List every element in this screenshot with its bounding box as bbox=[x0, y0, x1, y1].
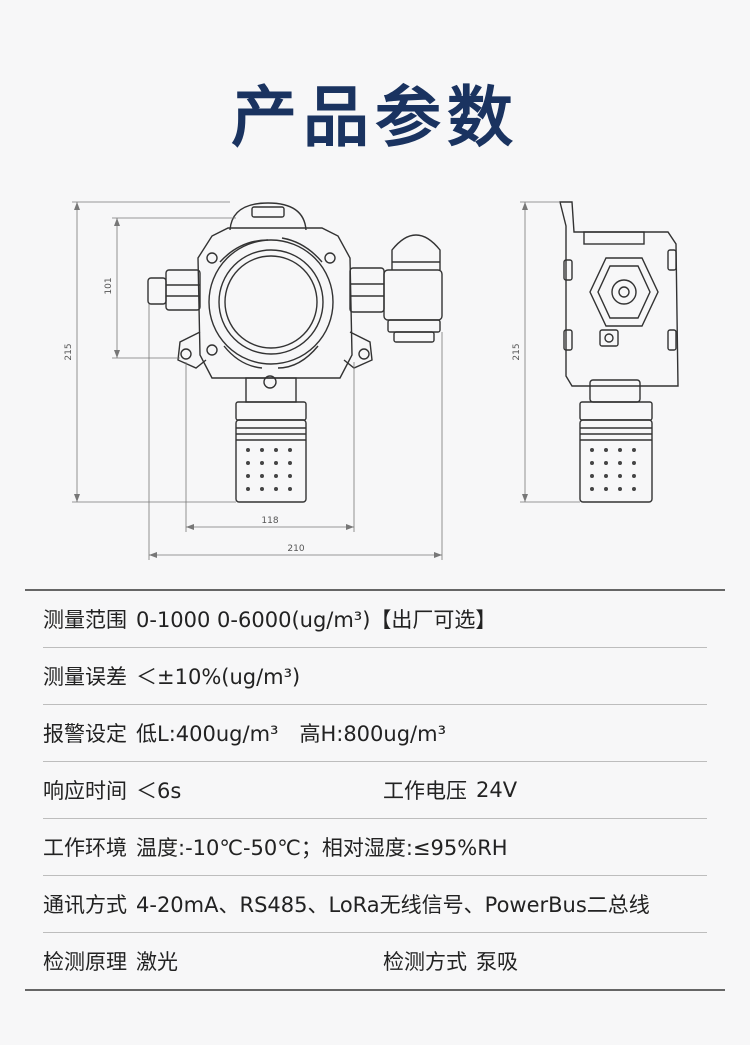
dim-side-height-total: 215 bbox=[512, 343, 522, 360]
spec-row-range: 测量范围 0-1000 0-6000(ug/m³)【出厂可选】 bbox=[25, 591, 725, 647]
spec-label: 检测方式 bbox=[383, 950, 467, 974]
dim-front-width-body: 118 bbox=[261, 516, 278, 526]
spec-value: 4-20mA、RS485、LoRa无线信号、PowerBus二总线 bbox=[136, 893, 650, 917]
spec-label: 检测原理 bbox=[43, 950, 127, 974]
spec-value: 泵吸 bbox=[476, 950, 518, 974]
row-divider bbox=[43, 761, 707, 762]
spec-value: ＜±10%(ug/m³) bbox=[136, 665, 301, 689]
spec-label: 报警设定 bbox=[43, 722, 127, 746]
spec-row-alarm: 报警设定 低L:400ug/m³ 高H:800ug/m³ bbox=[25, 705, 725, 761]
spec-label: 通讯方式 bbox=[43, 893, 127, 917]
spec-value: 24V bbox=[476, 778, 518, 802]
spec-label: 测量范围 bbox=[43, 608, 127, 632]
spec-label: 响应时间 bbox=[43, 779, 127, 803]
spec-table: 测量范围 0-1000 0-6000(ug/m³)【出厂可选】 测量误差 ＜±1… bbox=[25, 589, 725, 991]
row-divider bbox=[43, 647, 707, 648]
spec-label: 工作电压 bbox=[383, 779, 467, 803]
spec-value: 温度:-10℃-50℃；相对湿度:≤95%RH bbox=[136, 836, 508, 860]
dim-front-width-total: 210 bbox=[287, 544, 304, 554]
table-bottom-rule bbox=[25, 989, 725, 991]
spec-value: 激光 bbox=[136, 950, 178, 974]
spec-row-error: 测量误差 ＜±10%(ug/m³) bbox=[25, 648, 725, 704]
row-divider bbox=[43, 818, 707, 819]
page-title: 产品参数 bbox=[231, 79, 519, 156]
spec-row-response-voltage: 响应时间 ＜6s 工作电压 24V bbox=[25, 762, 725, 818]
spec-value: ＜6s bbox=[136, 779, 182, 803]
spec-row-environment: 工作环境 温度:-10℃-50℃；相对湿度:≤95%RH bbox=[25, 819, 725, 875]
dim-front-height-total: 215 bbox=[64, 343, 74, 360]
spec-label: 工作环境 bbox=[43, 836, 127, 860]
row-divider bbox=[43, 875, 707, 876]
spec-row-principle-sampling: 检测原理 激光 检测方式 泵吸 bbox=[25, 933, 725, 989]
dim-front-height-inner: 101 bbox=[104, 277, 114, 294]
spec-label: 测量误差 bbox=[43, 665, 127, 689]
spec-row-comm: 通讯方式 4-20mA、RS485、LoRa无线信号、PowerBus二总线 bbox=[25, 876, 725, 932]
spec-value: 低L:400ug/m³ 高H:800ug/m³ bbox=[136, 722, 446, 746]
spec-value: 0-1000 0-6000(ug/m³)【出厂可选】 bbox=[136, 608, 497, 632]
row-divider bbox=[43, 932, 707, 933]
row-divider bbox=[43, 704, 707, 705]
product-dimension-drawing: 215 101 118 210 215 bbox=[64, 201, 679, 560]
table-top-rule bbox=[25, 589, 725, 591]
